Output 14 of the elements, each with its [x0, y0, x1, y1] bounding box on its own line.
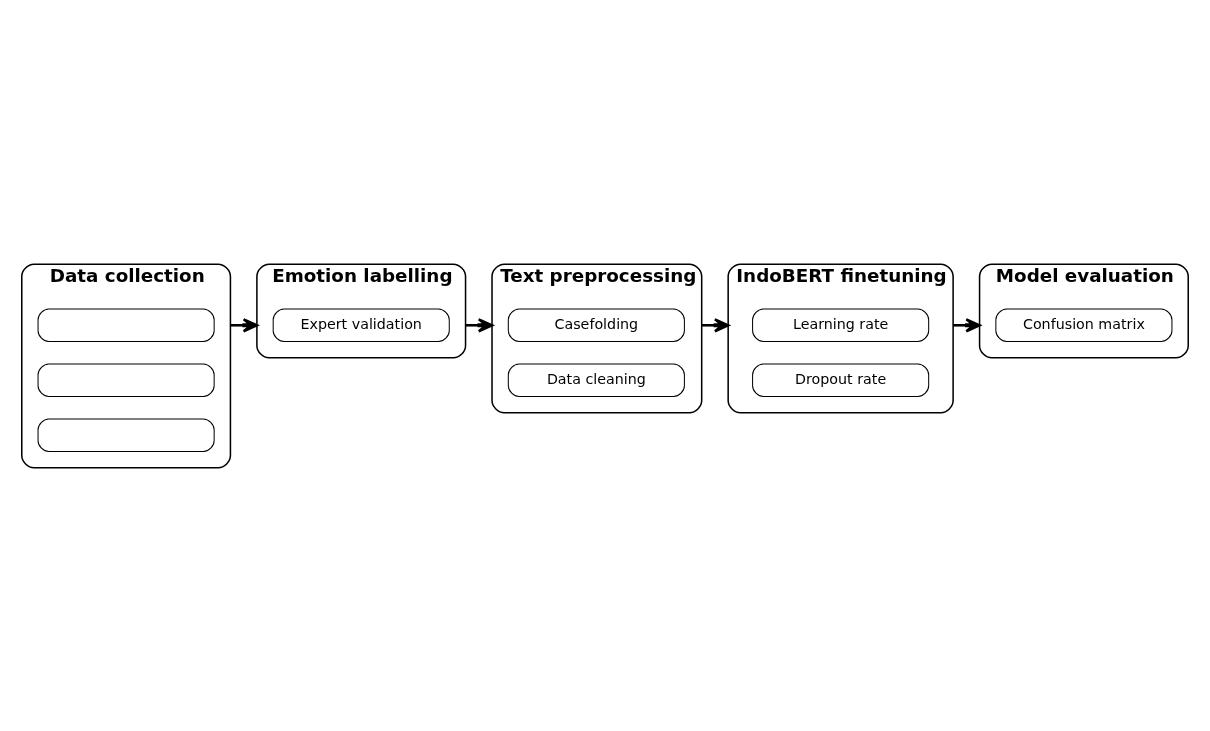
arrow	[953, 317, 981, 332]
node-box	[37, 362, 215, 397]
arrow	[701, 317, 730, 332]
node-box: Data cleaning	[507, 362, 685, 397]
node-box: Expert validation	[272, 308, 450, 342]
node-box: Dropout rate	[752, 362, 930, 397]
node-box: Confusion matrix	[995, 308, 1173, 342]
arrow	[230, 317, 259, 332]
node-box	[37, 308, 215, 342]
node-box: Learning rate	[752, 308, 930, 342]
node-box	[37, 417, 215, 452]
arrow	[465, 317, 494, 332]
node-box: Casefolding	[507, 308, 685, 342]
cluster: Data collection	[21, 262, 232, 469]
